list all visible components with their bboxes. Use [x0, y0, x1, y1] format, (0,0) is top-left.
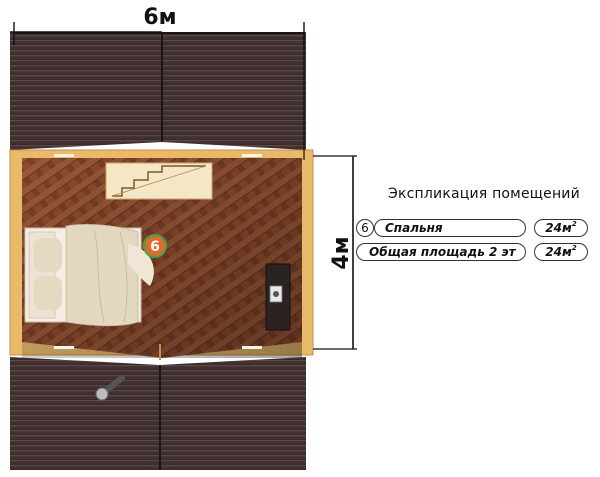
- staircase: [105, 162, 213, 200]
- room-area: 24м2: [534, 219, 588, 237]
- light-fixture: [242, 346, 262, 349]
- room-marker-number: 6: [150, 239, 160, 255]
- bed: [24, 224, 154, 327]
- total-area-value: 24м2: [534, 243, 588, 261]
- tv-stand: [265, 263, 291, 331]
- legend-title: Экспликация помещений: [388, 186, 580, 202]
- chimney-icon: [95, 375, 125, 401]
- width-dimension: 6м: [13, 5, 305, 160]
- room-name: Спальня: [374, 219, 526, 237]
- width-label: 6м: [143, 5, 176, 30]
- light-fixture: [54, 154, 74, 157]
- roof-top: [10, 31, 306, 150]
- light-fixture: [242, 154, 262, 157]
- light-fixture: [54, 346, 74, 349]
- roof-bottom: [10, 357, 306, 470]
- depth-dimension: 4м: [313, 155, 357, 350]
- pillow: [34, 238, 62, 272]
- pillow: [34, 276, 62, 310]
- room-number: 6: [356, 219, 374, 237]
- room-marker: 6: [143, 234, 167, 258]
- total-area-name: Общая площадь 2 эт: [356, 243, 526, 261]
- depth-label: 4м: [329, 236, 354, 269]
